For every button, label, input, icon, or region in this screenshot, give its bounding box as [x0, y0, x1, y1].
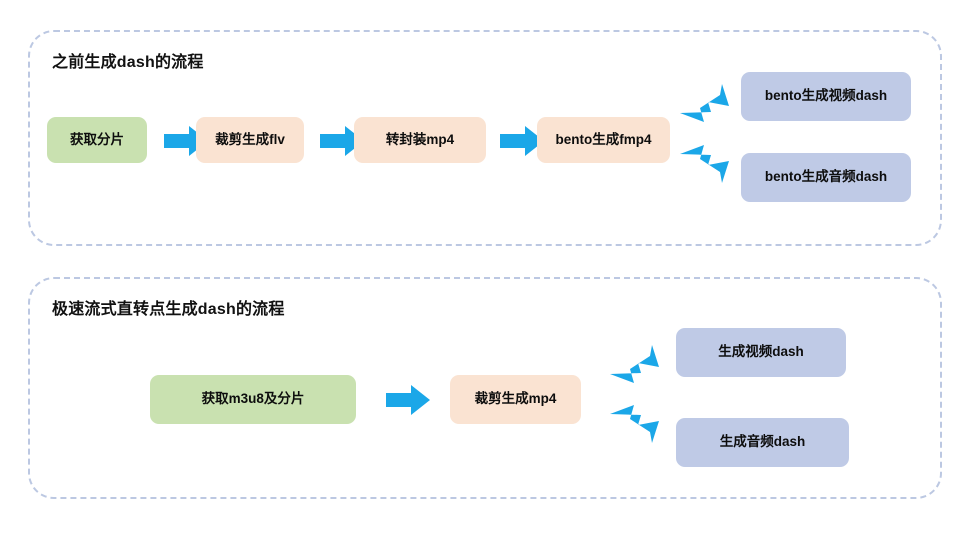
panel-title-previous: 之前生成dash的流程	[52, 54, 204, 71]
panel-title-fast: 极速流式直转点生成dash的流程	[52, 301, 285, 318]
node-bento-fmp4[interactable]: bento生成fmp4	[537, 117, 670, 163]
node-video-dash[interactable]: 生成视频dash	[676, 328, 846, 377]
node-audio-dash[interactable]: 生成音频dash	[676, 418, 849, 467]
node-get-m3u8[interactable]: 获取m3u8及分片	[150, 375, 356, 424]
flow-panel-fast: 极速流式直转点生成dash的流程	[28, 277, 942, 499]
node-cut-to-flv[interactable]: 裁剪生成flv	[196, 117, 304, 163]
node-get-segments[interactable]: 获取分片	[47, 117, 147, 163]
node-bento-audio-dash[interactable]: bento生成音频dash	[741, 153, 911, 202]
node-bento-video-dash[interactable]: bento生成视频dash	[741, 72, 911, 121]
node-cut-to-mp4[interactable]: 裁剪生成mp4	[450, 375, 581, 424]
flow-panel-previous: 之前生成dash的流程	[28, 30, 942, 246]
node-remux-mp4[interactable]: 转封装mp4	[354, 117, 486, 163]
